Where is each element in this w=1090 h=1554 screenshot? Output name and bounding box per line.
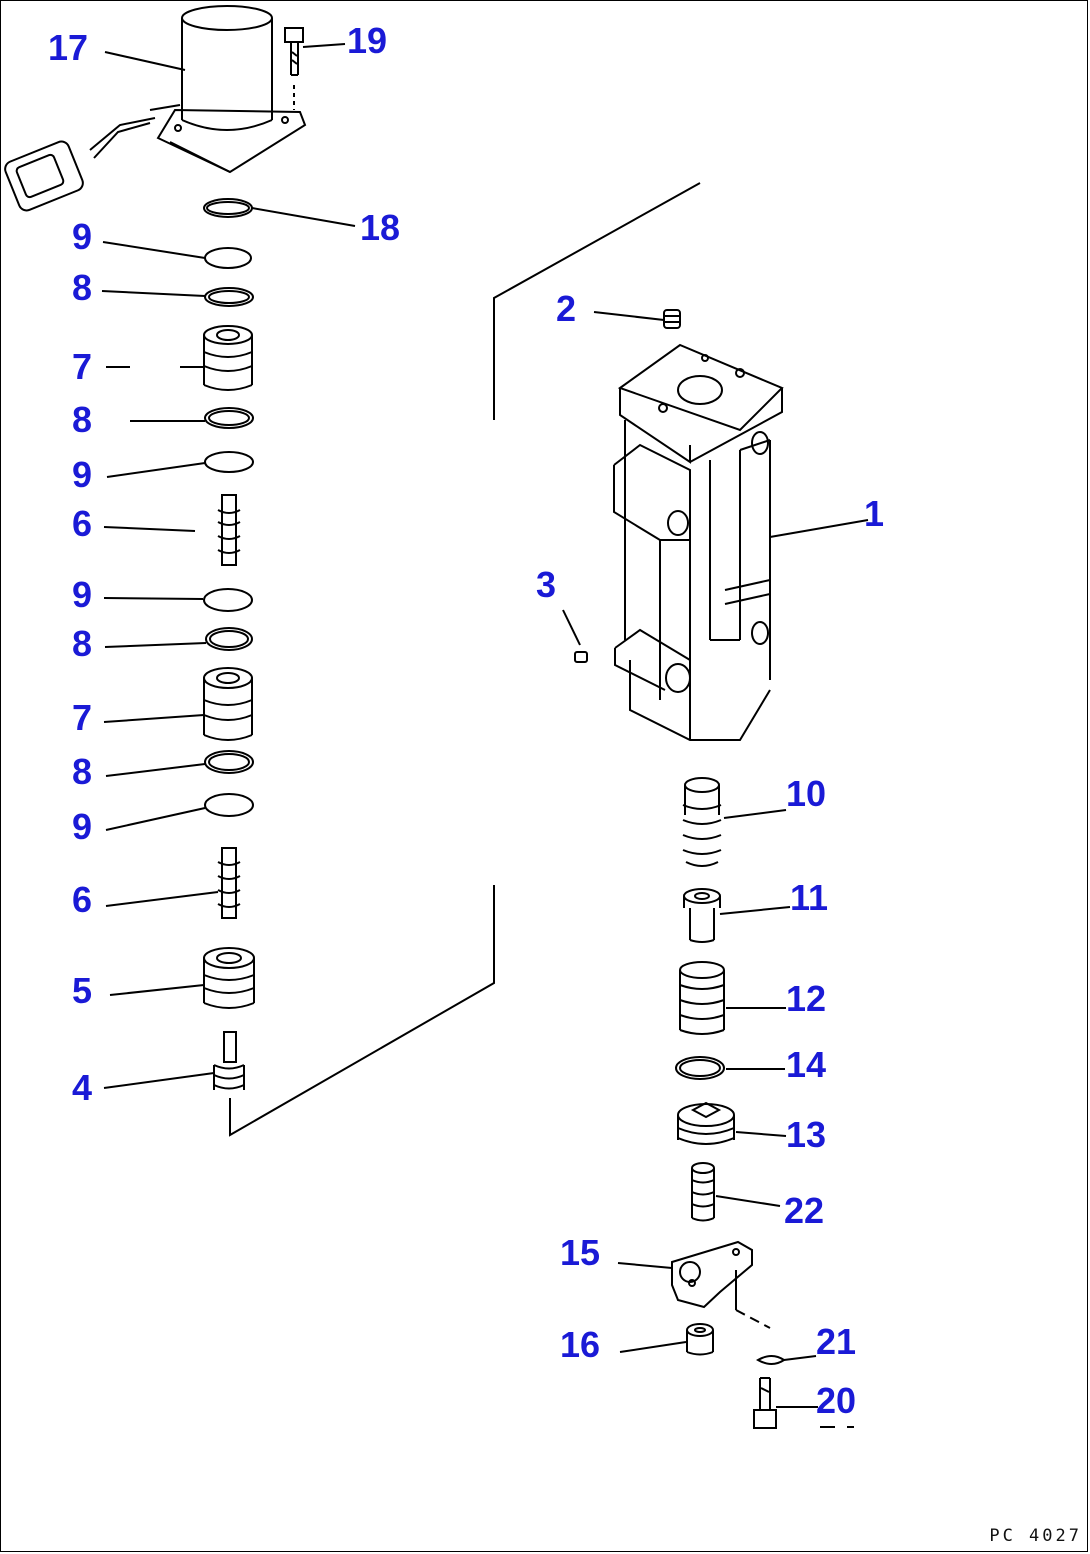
callout-13: 13 xyxy=(786,1114,827,1155)
callout-10: 10 xyxy=(786,773,827,814)
callout-19: 19 xyxy=(347,20,388,61)
callout-21: 21 xyxy=(816,1321,857,1362)
callout-15: 15 xyxy=(560,1232,601,1273)
part-6-spool xyxy=(217,494,241,566)
document-number: PC 4027 xyxy=(989,1526,1082,1546)
callout-4: 4 xyxy=(72,1067,93,1108)
part-14-o-ring xyxy=(675,1056,725,1080)
callout-12: 12 xyxy=(786,978,827,1019)
part-8-o-ring xyxy=(204,407,254,429)
part-8-o-ring xyxy=(204,750,254,774)
part-15-plate xyxy=(671,1240,771,1329)
part-8-o-ring xyxy=(204,287,254,307)
callout-14: 14 xyxy=(786,1044,827,1085)
callout-22: 22 xyxy=(784,1190,825,1231)
callout-2: 2 xyxy=(556,288,577,329)
part-21-washer xyxy=(755,1355,786,1365)
callout-9: 9 xyxy=(72,454,93,495)
part-3-plug xyxy=(574,651,588,663)
part-20-bolt xyxy=(753,1377,777,1429)
part-9-backup-ring xyxy=(204,247,252,269)
part-11-piston xyxy=(683,888,721,943)
callout-3: 3 xyxy=(536,564,557,605)
part-5-sleeve xyxy=(203,947,255,1009)
part-12-spring xyxy=(679,961,725,1035)
callout-8: 8 xyxy=(72,751,93,792)
leader-lines xyxy=(101,43,869,1428)
part-18-o-ring xyxy=(203,198,253,218)
part-2-plug xyxy=(663,309,681,329)
callout-20: 20 xyxy=(816,1380,857,1421)
part-6-spool xyxy=(217,847,241,919)
callout-5: 5 xyxy=(72,970,93,1011)
part-7-sleeve xyxy=(203,325,253,391)
callout-6: 6 xyxy=(72,879,93,920)
callout-8: 8 xyxy=(72,623,93,664)
assembly-guide-lines xyxy=(229,182,701,1137)
callout-6: 6 xyxy=(72,503,93,544)
callout-17: 17 xyxy=(48,27,89,68)
part-16-nut xyxy=(686,1323,714,1356)
callout-16: 16 xyxy=(560,1324,601,1365)
part-7-sleeve xyxy=(203,667,253,741)
part-9-backup-ring xyxy=(204,451,254,473)
part-8-o-ring xyxy=(205,627,253,651)
part-22-spring xyxy=(691,1162,715,1222)
part-9-backup-ring xyxy=(203,588,253,612)
callout-9: 9 xyxy=(72,806,93,847)
part-13-plug xyxy=(677,1101,735,1145)
callout-8: 8 xyxy=(72,267,93,308)
callout-9: 9 xyxy=(72,216,93,257)
part-4-spool xyxy=(213,1031,245,1090)
part-17-solenoid xyxy=(4,5,307,212)
part-9-backup-ring xyxy=(204,793,254,817)
callout-1: 1 xyxy=(864,493,885,534)
callout-9: 9 xyxy=(72,574,93,615)
part-1-valve-body xyxy=(613,343,784,741)
callout-18: 18 xyxy=(360,207,401,248)
callout-7: 7 xyxy=(72,697,93,738)
part-10-poppet xyxy=(682,777,722,867)
part-19-bolt xyxy=(284,27,304,110)
callout-7: 7 xyxy=(72,346,93,387)
callout-8: 8 xyxy=(72,399,93,440)
callout-11: 11 xyxy=(790,877,829,918)
